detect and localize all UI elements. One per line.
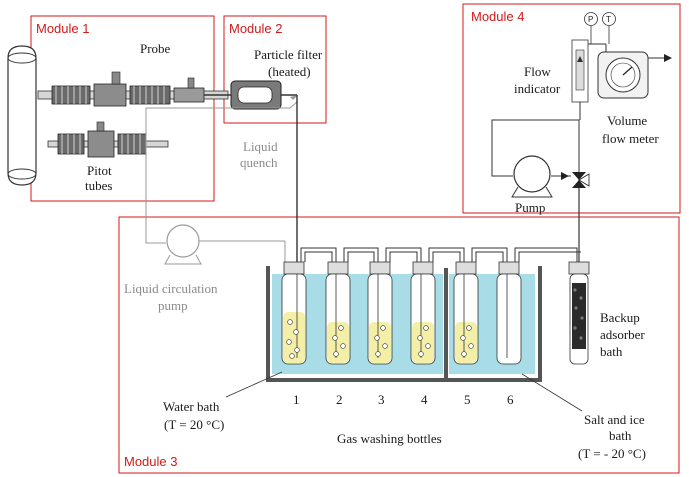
salt-bath-label-line3: (T = - 20 °C) (578, 446, 646, 461)
module-3-label: Module 3 (124, 454, 177, 469)
volume-flow-meter (588, 43, 672, 99)
filter-label-line2: (heated) (268, 64, 311, 79)
bottle-connections (300, 247, 581, 262)
flow-indicator (571, 39, 589, 120)
particle-filter (204, 80, 297, 110)
bottle-number-6: 6 (507, 392, 514, 407)
stack-pipe (7, 45, 37, 186)
salt-bath-label-line2: bath (609, 428, 632, 443)
bottle-number-2: 2 (336, 392, 343, 407)
probe-label: Probe (140, 41, 171, 56)
pump (511, 155, 553, 198)
flow-indicator-label-line1: Flow (524, 64, 551, 79)
backup-adsorber (568, 261, 590, 365)
bottle-3 (367, 261, 393, 365)
pitot-tubes-assembly (47, 121, 169, 158)
three-way-valve (572, 172, 590, 188)
backup-label-line2: adsorber (600, 327, 645, 342)
bottle-1 (281, 261, 307, 365)
water-bath-label-line1: Water bath (163, 399, 220, 414)
gas-washing-label: Gas washing bottles (337, 431, 442, 446)
salt-bath-label-line1: Salt and ice (584, 412, 645, 427)
pitot-label-line2: tubes (85, 178, 112, 193)
quench-arrow (290, 95, 298, 100)
quench-label-line2: quench (240, 155, 278, 170)
circ-pump-label-line1: Liquid circulation (124, 281, 218, 296)
temperature-gauge-letter: T (606, 15, 611, 24)
bottle-number-5: 5 (464, 392, 471, 407)
volume-meter-label-line1: Volume (607, 113, 647, 128)
volume-meter-label-line2: flow meter (602, 131, 659, 146)
pressure-gauge-letter: P (588, 15, 593, 24)
pump-label: Pump (515, 200, 545, 215)
water-bath-label-line2: (T = 20 °C) (164, 417, 224, 432)
circ-pump-label-line2: pump (158, 298, 188, 313)
quench-label-line1: Liquid (243, 139, 278, 154)
module-4-box (462, 3, 681, 214)
module-2-label: Module 2 (229, 21, 282, 36)
bottle-number-1: 1 (293, 392, 300, 407)
module-1-label: Module 1 (36, 21, 89, 36)
pump-loop-line (491, 119, 580, 177)
pressure-gauge: P (584, 12, 598, 44)
exhaust-arrow (664, 54, 672, 62)
filter-label-line1: Particle filter (254, 47, 323, 62)
module-4-label: Module 4 (471, 9, 524, 24)
probe-assembly (37, 71, 229, 107)
module-2-box (223, 15, 327, 124)
quench-line (145, 101, 298, 244)
flow-indicator-label-line2: indicator (514, 81, 561, 96)
bottle-6 (496, 261, 522, 365)
temperature-gauge: T (602, 12, 616, 44)
salt-bath-callout (521, 373, 583, 412)
bottle-number-4: 4 (421, 392, 428, 407)
backup-label-line3: bath (600, 344, 623, 359)
bottle-2 (325, 261, 351, 365)
module-3-box (118, 216, 680, 474)
bottle-number-3: 3 (378, 392, 385, 407)
water-bath-callout (225, 371, 283, 398)
pump-arrow (561, 172, 569, 180)
backup-label-line1: Backup (600, 310, 640, 325)
pitot-label-line1: Pitot (87, 163, 112, 178)
bottle-4 (410, 261, 436, 365)
bottle-5 (453, 261, 479, 365)
